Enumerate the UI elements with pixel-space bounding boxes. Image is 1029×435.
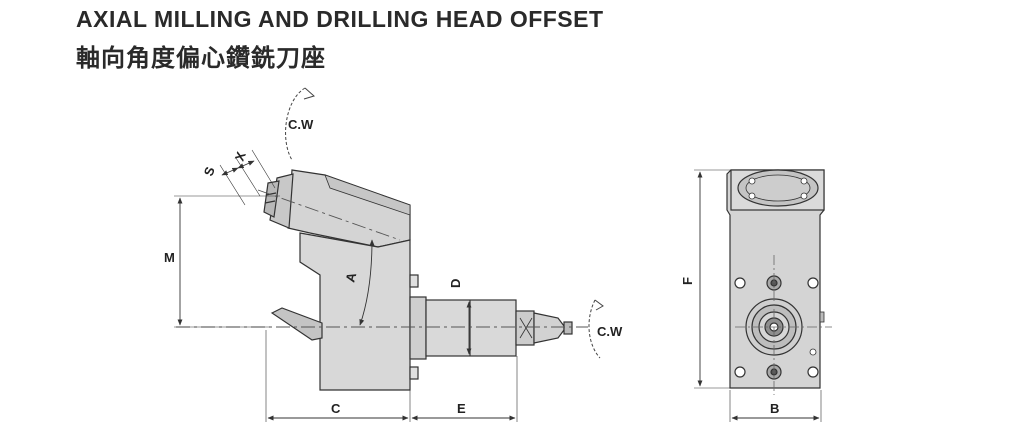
clamp-arm — [270, 307, 323, 341]
mount-hole — [807, 277, 819, 289]
spindle-tip — [533, 312, 565, 344]
dim-d-label: D — [448, 279, 463, 288]
dim-c-label: C — [331, 401, 341, 416]
mount-hole — [734, 366, 746, 378]
rotation-label-right: C.W — [597, 324, 623, 339]
dim-s-line — [221, 167, 239, 176]
dim-e-label: E — [457, 401, 466, 416]
center-line-tilted — [257, 189, 401, 241]
spindle-end — [563, 321, 573, 335]
spindle-housing — [425, 299, 517, 357]
dim-b-label: B — [770, 401, 779, 416]
bolt-head — [409, 274, 419, 288]
subtitle: 軸向角度偏心鑽銑刀座 — [76, 44, 326, 72]
rotation-arrow-top — [285, 87, 306, 161]
dim-f-label: F — [680, 277, 695, 285]
bolt-head — [409, 366, 419, 380]
dim-x-label: X — [232, 149, 249, 163]
title: AXIAL MILLING AND DRILLING HEAD OFFSET — [76, 6, 604, 32]
spindle-neck — [515, 310, 535, 346]
rotation-label-top: C.W — [288, 117, 314, 132]
dim-s-label: S — [201, 164, 218, 178]
dim-m-label: M — [164, 250, 175, 265]
dim-a-arc — [359, 239, 375, 326]
mount-hole — [734, 277, 746, 289]
dim-a-label: A — [342, 270, 359, 284]
rotation-arrow-right — [588, 299, 601, 359]
side-view — [263, 169, 573, 391]
mount-hole — [807, 366, 819, 378]
main-body — [299, 232, 411, 391]
front-view — [726, 169, 825, 389]
dim-x-line — [237, 160, 255, 169]
tilted-spindle-nose — [263, 173, 294, 229]
spindle-flange — [409, 296, 427, 360]
